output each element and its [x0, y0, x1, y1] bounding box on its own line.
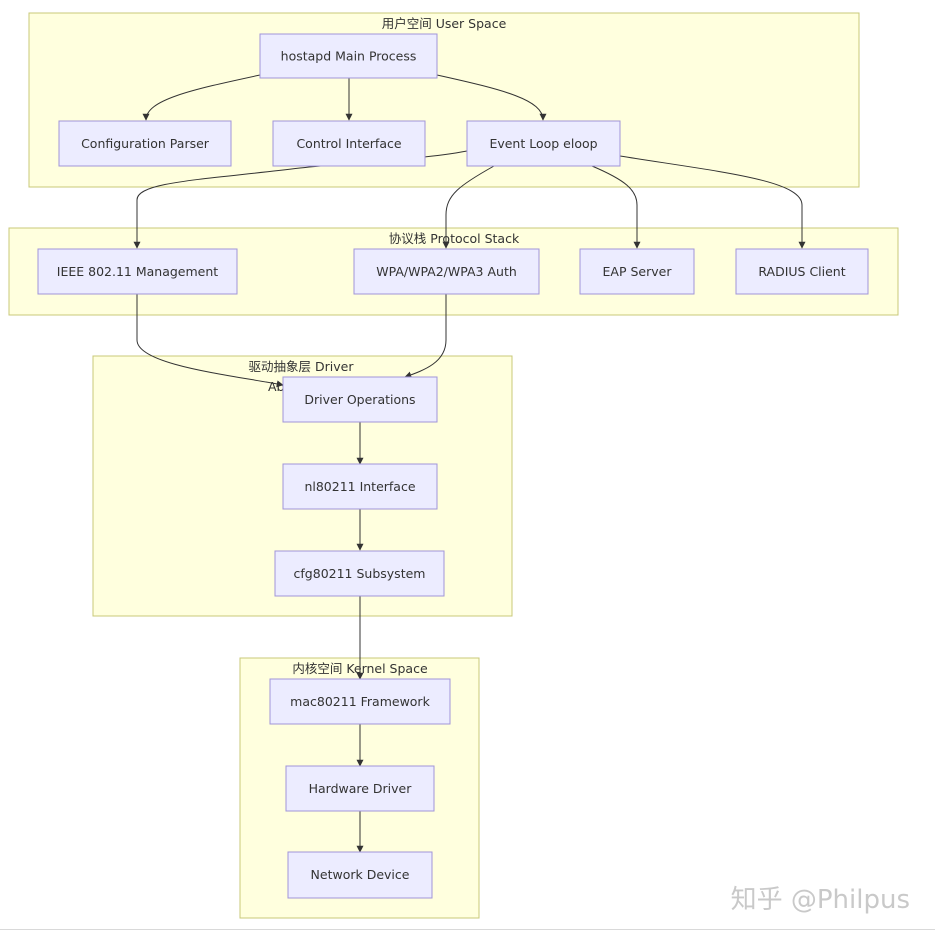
edge-event-loop-wpa-auth	[442, 165, 495, 249]
edge-event-loop-eap-server	[591, 165, 641, 249]
node-driver-operations[interactable]: Driver Operations	[282, 376, 438, 423]
node-label: nl80211 Interface	[304, 479, 415, 494]
node-cfg80211-subsystem[interactable]: cfg80211 Subsystem	[274, 550, 445, 597]
node-label: RADIUS Client	[758, 264, 845, 279]
node-label: mac80211 Framework	[290, 694, 430, 709]
node-label: Control Interface	[296, 136, 401, 151]
node-label: Event Loop eloop	[489, 136, 597, 151]
node-label: hostapd Main Process	[281, 49, 417, 64]
watermark: 知乎 @Philpus	[731, 885, 910, 915]
node-label: Configuration Parser	[81, 136, 210, 151]
edge-hostapd-event-loop	[436, 74, 547, 121]
edge-wpa-auth-driver-ops	[404, 294, 447, 379]
node-wpa-auth[interactable]: WPA/WPA2/WPA3 Auth	[353, 248, 540, 295]
node-nl80211-interface[interactable]: nl80211 Interface	[282, 463, 438, 510]
node-network-device[interactable]: Network Device	[287, 851, 433, 899]
node-label: Hardware Driver	[309, 781, 413, 796]
cluster-label-driver-layer: 驱动抽象层 Driver	[249, 359, 355, 374]
node-label: EAP Server	[603, 264, 673, 279]
node-control-interface[interactable]: Control Interface	[272, 120, 426, 167]
node-hostapd-main-process[interactable]: hostapd Main Process	[259, 33, 438, 79]
cluster-label-driver-layer-overflow: Ab	[268, 379, 285, 394]
node-label: WPA/WPA2/WPA3 Auth	[376, 264, 517, 279]
bottom-divider	[0, 929, 935, 930]
node-label: cfg80211 Subsystem	[294, 566, 426, 581]
node-mac80211-framework[interactable]: mac80211 Framework	[269, 678, 451, 725]
node-label: Network Device	[311, 867, 410, 882]
cluster-label-protocol-stack: 协议栈 Protocol Stack	[389, 231, 520, 246]
node-eap-server[interactable]: EAP Server	[579, 248, 695, 295]
node-ieee80211-management[interactable]: IEEE 802.11 Management	[37, 248, 238, 295]
node-radius-client[interactable]: RADIUS Client	[735, 248, 869, 295]
node-label: IEEE 802.11 Management	[57, 264, 219, 279]
edge-ieee80211-driver-ops	[136, 294, 284, 388]
node-label: Driver Operations	[304, 392, 415, 407]
node-hardware-driver[interactable]: Hardware Driver	[285, 765, 435, 812]
node-event-loop[interactable]: Event Loop eloop	[466, 120, 621, 167]
cluster-label-user-space: 用户空间 User Space	[382, 16, 507, 31]
edge-hostapd-config-parser	[142, 74, 261, 121]
edge-event-loop-radius-client	[619, 155, 806, 249]
node-configuration-parser[interactable]: Configuration Parser	[58, 120, 232, 167]
